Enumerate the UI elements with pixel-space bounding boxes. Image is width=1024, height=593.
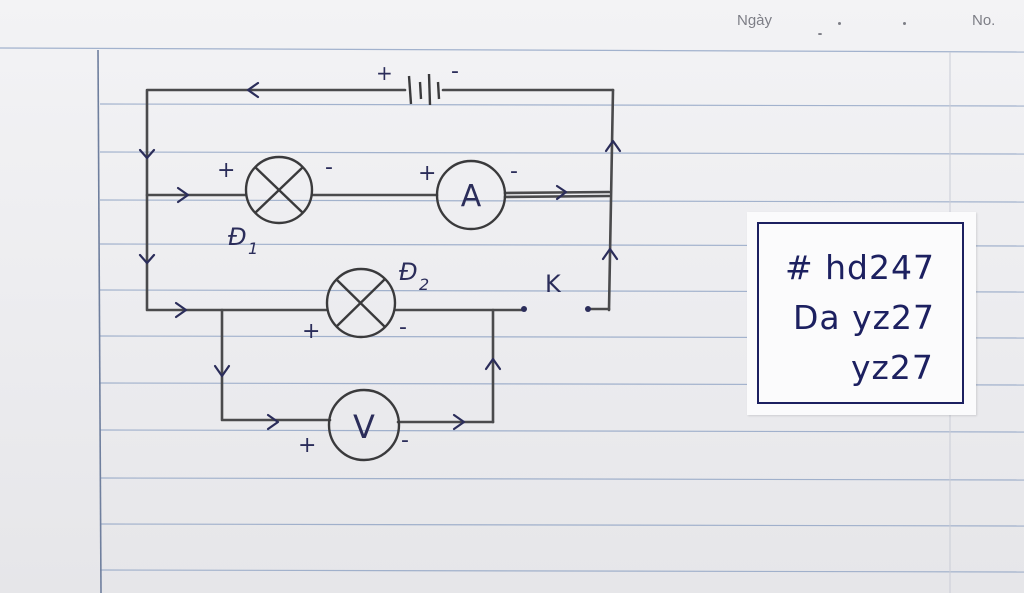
ammeter-plus-sign: + xyxy=(418,161,436,186)
arrow-right-icon xyxy=(176,186,190,204)
lamp-1-subscript: 1 xyxy=(248,239,258,258)
page-header: Ngày No. xyxy=(0,0,1024,48)
voltmeter-icon xyxy=(327,388,401,462)
arrow-right-icon xyxy=(555,184,568,201)
arrow-up-icon xyxy=(601,247,619,261)
battery-icon xyxy=(407,73,441,106)
lamp-1-label: Đ xyxy=(228,223,247,251)
battery-minus-sign: - xyxy=(451,59,459,84)
switch-label: K xyxy=(545,270,562,298)
date-label: Ngày xyxy=(737,12,773,29)
lamp-2-label: Đ xyxy=(399,258,418,286)
ammeter-minus-sign: - xyxy=(510,159,518,184)
watermark-line-3: yz27 xyxy=(851,348,934,387)
current-arrows xyxy=(138,81,622,431)
date-dash xyxy=(818,33,822,35)
date-dot-1 xyxy=(838,22,841,25)
arrow-right-icon xyxy=(174,301,188,319)
ammeter-label: A xyxy=(461,179,482,214)
arrow-down-icon xyxy=(138,148,156,160)
arrow-right-icon xyxy=(266,413,280,431)
lamp-2-plus-sign: + xyxy=(302,319,320,344)
page-number-label: No. xyxy=(972,12,996,29)
lamp-1-plus-sign: + xyxy=(217,158,235,183)
arrow-right-icon xyxy=(452,413,466,431)
lamp-2-subscript: 2 xyxy=(419,275,429,294)
watermark-card: # hd247 Da yz27 yz27 xyxy=(747,212,976,415)
switch-icon xyxy=(521,306,591,312)
voltmeter-label: V xyxy=(353,408,375,446)
arrow-left-icon xyxy=(246,81,260,99)
voltmeter-plus-sign: + xyxy=(298,433,316,458)
battery-plus-sign: + xyxy=(376,61,393,85)
voltmeter-minus-sign: - xyxy=(401,428,409,453)
date-dot-2 xyxy=(903,22,906,25)
ammeter-icon xyxy=(435,159,507,231)
arrow-down-icon xyxy=(213,364,231,378)
watermark-card-border: # hd247 Da yz27 yz27 xyxy=(757,222,964,404)
lamp-2-minus-sign: - xyxy=(399,315,407,340)
wires xyxy=(145,88,615,424)
arrow-down-icon xyxy=(138,253,156,265)
lamp-2-icon xyxy=(325,267,397,339)
arrow-up-icon xyxy=(484,357,502,371)
lamp-1-minus-sign: - xyxy=(325,155,333,180)
watermark-line-2: Da yz27 xyxy=(793,298,935,337)
lamp-1-icon xyxy=(244,155,314,225)
arrow-up-icon xyxy=(604,139,622,153)
margin-line xyxy=(97,49,102,593)
watermark-line-1: # hd247 xyxy=(785,248,935,287)
